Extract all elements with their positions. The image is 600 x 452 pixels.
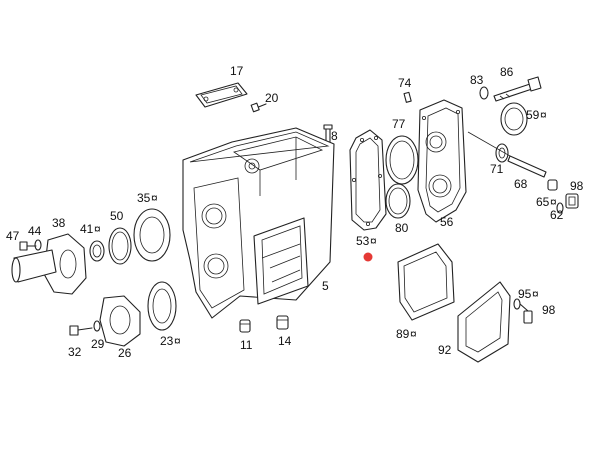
label-98-bottom: 98 (542, 303, 556, 317)
label-26: 26 (118, 346, 132, 360)
label-35-sym: ¤ (151, 191, 158, 205)
label-50: 50 (110, 209, 124, 223)
label-53-sym: ¤ (370, 234, 377, 248)
label-56: 56 (440, 215, 454, 229)
label-68: 68 (514, 177, 528, 191)
label-65: 65 (536, 195, 550, 209)
label-89: 89 (396, 327, 410, 341)
part-71-gear (495, 143, 509, 163)
label-59: 59 (526, 108, 540, 122)
highlight-marker (363, 252, 373, 262)
part-14-plug (276, 315, 289, 330)
label-17: 17 (230, 64, 244, 78)
part-98-bolt-bottom (519, 303, 533, 324)
label-41: 41 (80, 222, 94, 236)
part-17-cover-plate (195, 82, 248, 108)
part-98-plug-top (565, 193, 579, 209)
part-47-bolt (19, 241, 37, 251)
part-11-plug (239, 319, 251, 333)
part-74-screw (403, 91, 412, 103)
part-35-gasket (133, 208, 171, 262)
label-86: 86 (500, 65, 514, 79)
part-89-gasket (397, 243, 455, 321)
label-95: 95 (518, 287, 532, 301)
label-98-top: 98 (570, 179, 584, 193)
label-41-sym: ¤ (94, 222, 101, 236)
label-89-sym: ¤ (410, 327, 417, 341)
part-26-cover (99, 295, 141, 347)
label-23-sym: ¤ (174, 334, 181, 348)
part-56-rear-housing (417, 99, 467, 223)
part-80-ring (385, 183, 411, 219)
label-83: 83 (470, 73, 484, 87)
label-53: 53 (356, 234, 370, 248)
label-8: 8 (331, 129, 338, 143)
part-77-ring (385, 135, 419, 185)
part-32-bolt (69, 325, 93, 336)
part-53-gasket (349, 129, 387, 231)
label-92: 92 (438, 343, 452, 357)
part-20-bolt (250, 102, 267, 113)
label-62: 62 (550, 208, 564, 222)
part-41-bearing (89, 240, 105, 262)
label-59-sym: ¤ (540, 108, 547, 122)
label-44: 44 (28, 224, 42, 238)
part-83-washer (479, 86, 489, 100)
label-5: 5 (322, 279, 329, 293)
label-77: 77 (392, 117, 406, 131)
part-50-ring (108, 227, 132, 265)
label-14: 14 (278, 334, 292, 348)
part-23-gasket (147, 281, 177, 331)
label-23: 23 (160, 334, 174, 348)
label-20: 20 (265, 91, 279, 105)
part-62-washer (556, 202, 564, 214)
label-29: 29 (91, 337, 105, 351)
part-44-washer (34, 239, 42, 251)
part-38-flange (11, 233, 87, 295)
label-65-sym: ¤ (550, 195, 557, 209)
label-74: 74 (398, 76, 412, 90)
label-35: 35 (137, 191, 151, 205)
part-59-seal-ring (500, 102, 528, 136)
label-38: 38 (52, 216, 66, 230)
part-86-long-bolt (493, 76, 542, 102)
label-11: 11 (240, 338, 253, 352)
part-92-cover-plate (457, 281, 511, 363)
label-71: 71 (490, 162, 504, 176)
label-32: 32 (68, 345, 82, 359)
part-68-shaft (467, 131, 547, 178)
label-47: 47 (6, 229, 20, 243)
label-95-sym: ¤ (532, 287, 539, 301)
label-80: 80 (395, 221, 409, 235)
part-5-gearbox-housing (182, 127, 335, 319)
part-29-washer (93, 320, 101, 332)
part-65-nut (547, 179, 558, 191)
